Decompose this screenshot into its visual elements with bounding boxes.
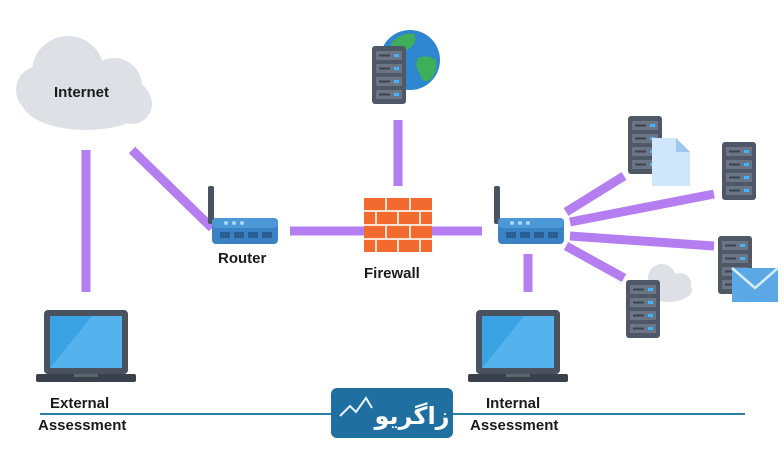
internal-laptop-icon — [468, 310, 568, 382]
logo-text: زاگریو — [374, 402, 450, 430]
external-assessment-label-line2: Assessment — [38, 417, 127, 434]
external-laptop-icon — [36, 310, 136, 382]
cloud-server-icon — [625, 279, 661, 339]
internet-cloud-icon — [16, 36, 152, 130]
firewall-icon — [364, 198, 432, 252]
internal-router-icon — [494, 186, 564, 244]
external-assessment-label-line1: External — [50, 395, 110, 412]
internal-assessment-label-line2: Assessment — [470, 417, 559, 434]
mail-icon — [731, 267, 779, 302]
firewall-label: Firewall — [364, 265, 420, 282]
internal-assessment-label-line1: Internal — [486, 395, 541, 412]
link-router2-server-cloud — [563, 242, 627, 282]
link-router2-server-doc — [563, 172, 627, 216]
document-icon — [652, 138, 690, 186]
internet-label: Internet — [54, 84, 110, 101]
router-label: Router — [218, 250, 267, 267]
link-internet-router — [128, 146, 216, 232]
link-router2-server-mail — [569, 231, 715, 251]
connection-lines — [81, 120, 715, 292]
router-icon — [208, 186, 278, 244]
server-icon — [721, 141, 757, 201]
logo: زاگریو — [331, 388, 453, 438]
web-server-icon — [371, 45, 407, 105]
link-router2-server2 — [569, 189, 715, 227]
